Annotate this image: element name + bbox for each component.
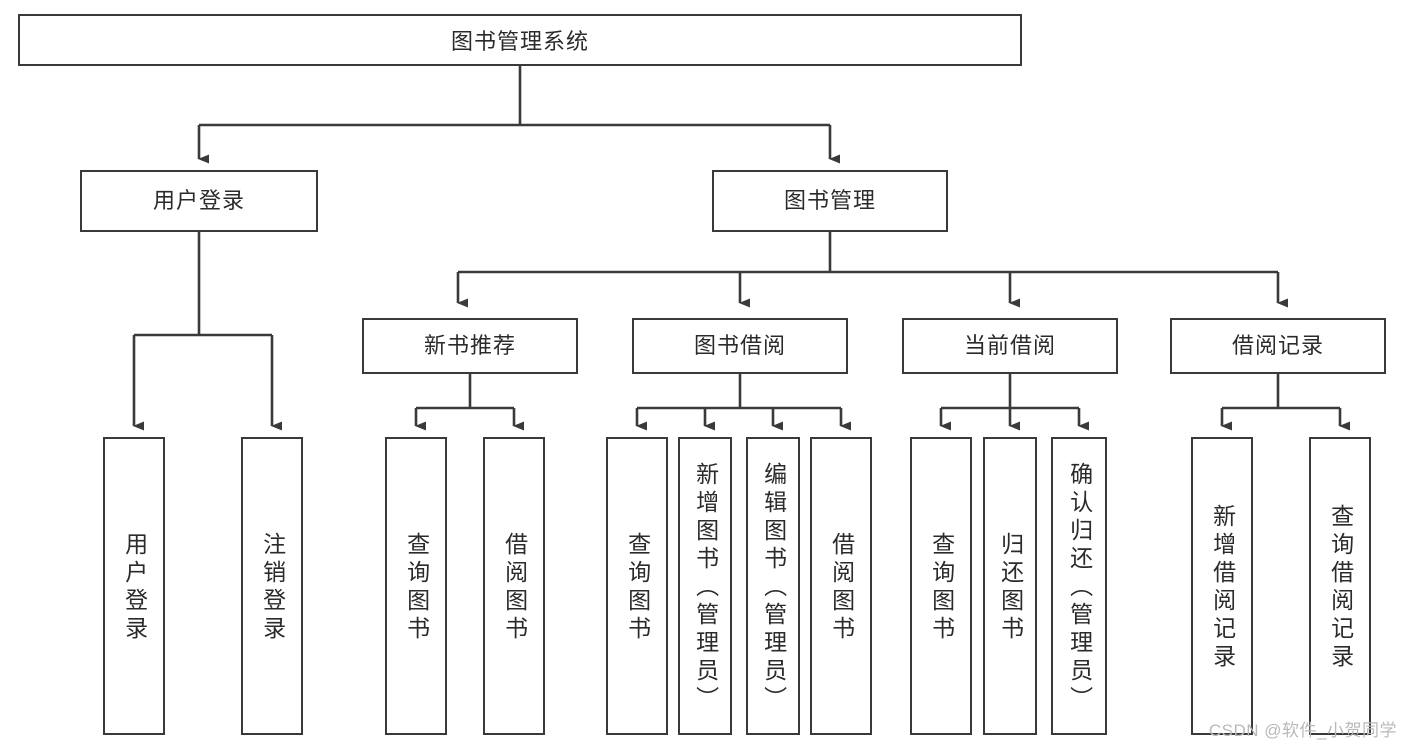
node-borrow-record[interactable]: 借阅记录	[1170, 318, 1386, 374]
leaf-confirm-return-label: 确认归还（管理员）	[1066, 462, 1093, 714]
leaf-return-book[interactable]: 归还图书	[983, 437, 1037, 735]
node-new-book-recommend-label: 新书推荐	[423, 332, 516, 358]
leaf-query-book-3-label: 查询图书	[928, 532, 955, 644]
leaf-user-login[interactable]: 用户登录	[103, 437, 165, 735]
node-book-borrow-label: 图书借阅	[693, 332, 786, 358]
leaf-query-book-3[interactable]: 查询图书	[910, 437, 972, 735]
node-book-management-label: 图书管理	[783, 187, 876, 213]
node-root-label: 图书管理系统	[450, 29, 589, 54]
node-borrow-record-label: 借阅记录	[1231, 332, 1324, 358]
node-user-login[interactable]: 用户登录	[80, 170, 318, 232]
leaf-query-record-label: 查询借阅记录	[1327, 504, 1354, 672]
leaf-return-book-label: 归还图书	[997, 532, 1024, 644]
leaf-edit-book[interactable]: 编辑图书（管理员）	[746, 437, 800, 735]
node-book-management[interactable]: 图书管理	[712, 170, 948, 232]
leaf-borrow-book-1-label: 借阅图书	[501, 532, 528, 644]
node-root-system[interactable]: 图书管理系统	[18, 14, 1022, 66]
leaf-query-book-2[interactable]: 查询图书	[606, 437, 668, 735]
leaf-query-book-1[interactable]: 查询图书	[385, 437, 447, 735]
leaf-add-record[interactable]: 新增借阅记录	[1191, 437, 1253, 735]
leaf-logout-login[interactable]: 注销登录	[241, 437, 303, 735]
node-user-login-label: 用户登录	[152, 187, 245, 213]
node-book-borrow[interactable]: 图书借阅	[632, 318, 848, 374]
leaf-add-record-label: 新增借阅记录	[1209, 504, 1236, 672]
leaf-add-book[interactable]: 新增图书（管理员）	[678, 437, 732, 735]
node-current-borrow[interactable]: 当前借阅	[902, 318, 1118, 374]
leaf-borrow-book-2[interactable]: 借阅图书	[810, 437, 872, 735]
leaf-borrow-book-1[interactable]: 借阅图书	[483, 437, 545, 735]
leaf-edit-book-label: 编辑图书（管理员）	[760, 462, 787, 714]
leaf-add-book-label: 新增图书（管理员）	[692, 462, 719, 714]
node-current-borrow-label: 当前借阅	[963, 332, 1056, 358]
leaf-query-book-2-label: 查询图书	[624, 532, 651, 644]
leaf-user-login-label: 用户登录	[121, 532, 148, 644]
leaf-confirm-return[interactable]: 确认归还（管理员）	[1051, 437, 1107, 735]
leaf-query-record[interactable]: 查询借阅记录	[1309, 437, 1371, 735]
node-new-book-recommend[interactable]: 新书推荐	[362, 318, 578, 374]
leaf-borrow-book-2-label: 借阅图书	[828, 532, 855, 644]
leaf-query-book-1-label: 查询图书	[403, 532, 430, 644]
leaf-logout-login-label: 注销登录	[259, 532, 286, 644]
